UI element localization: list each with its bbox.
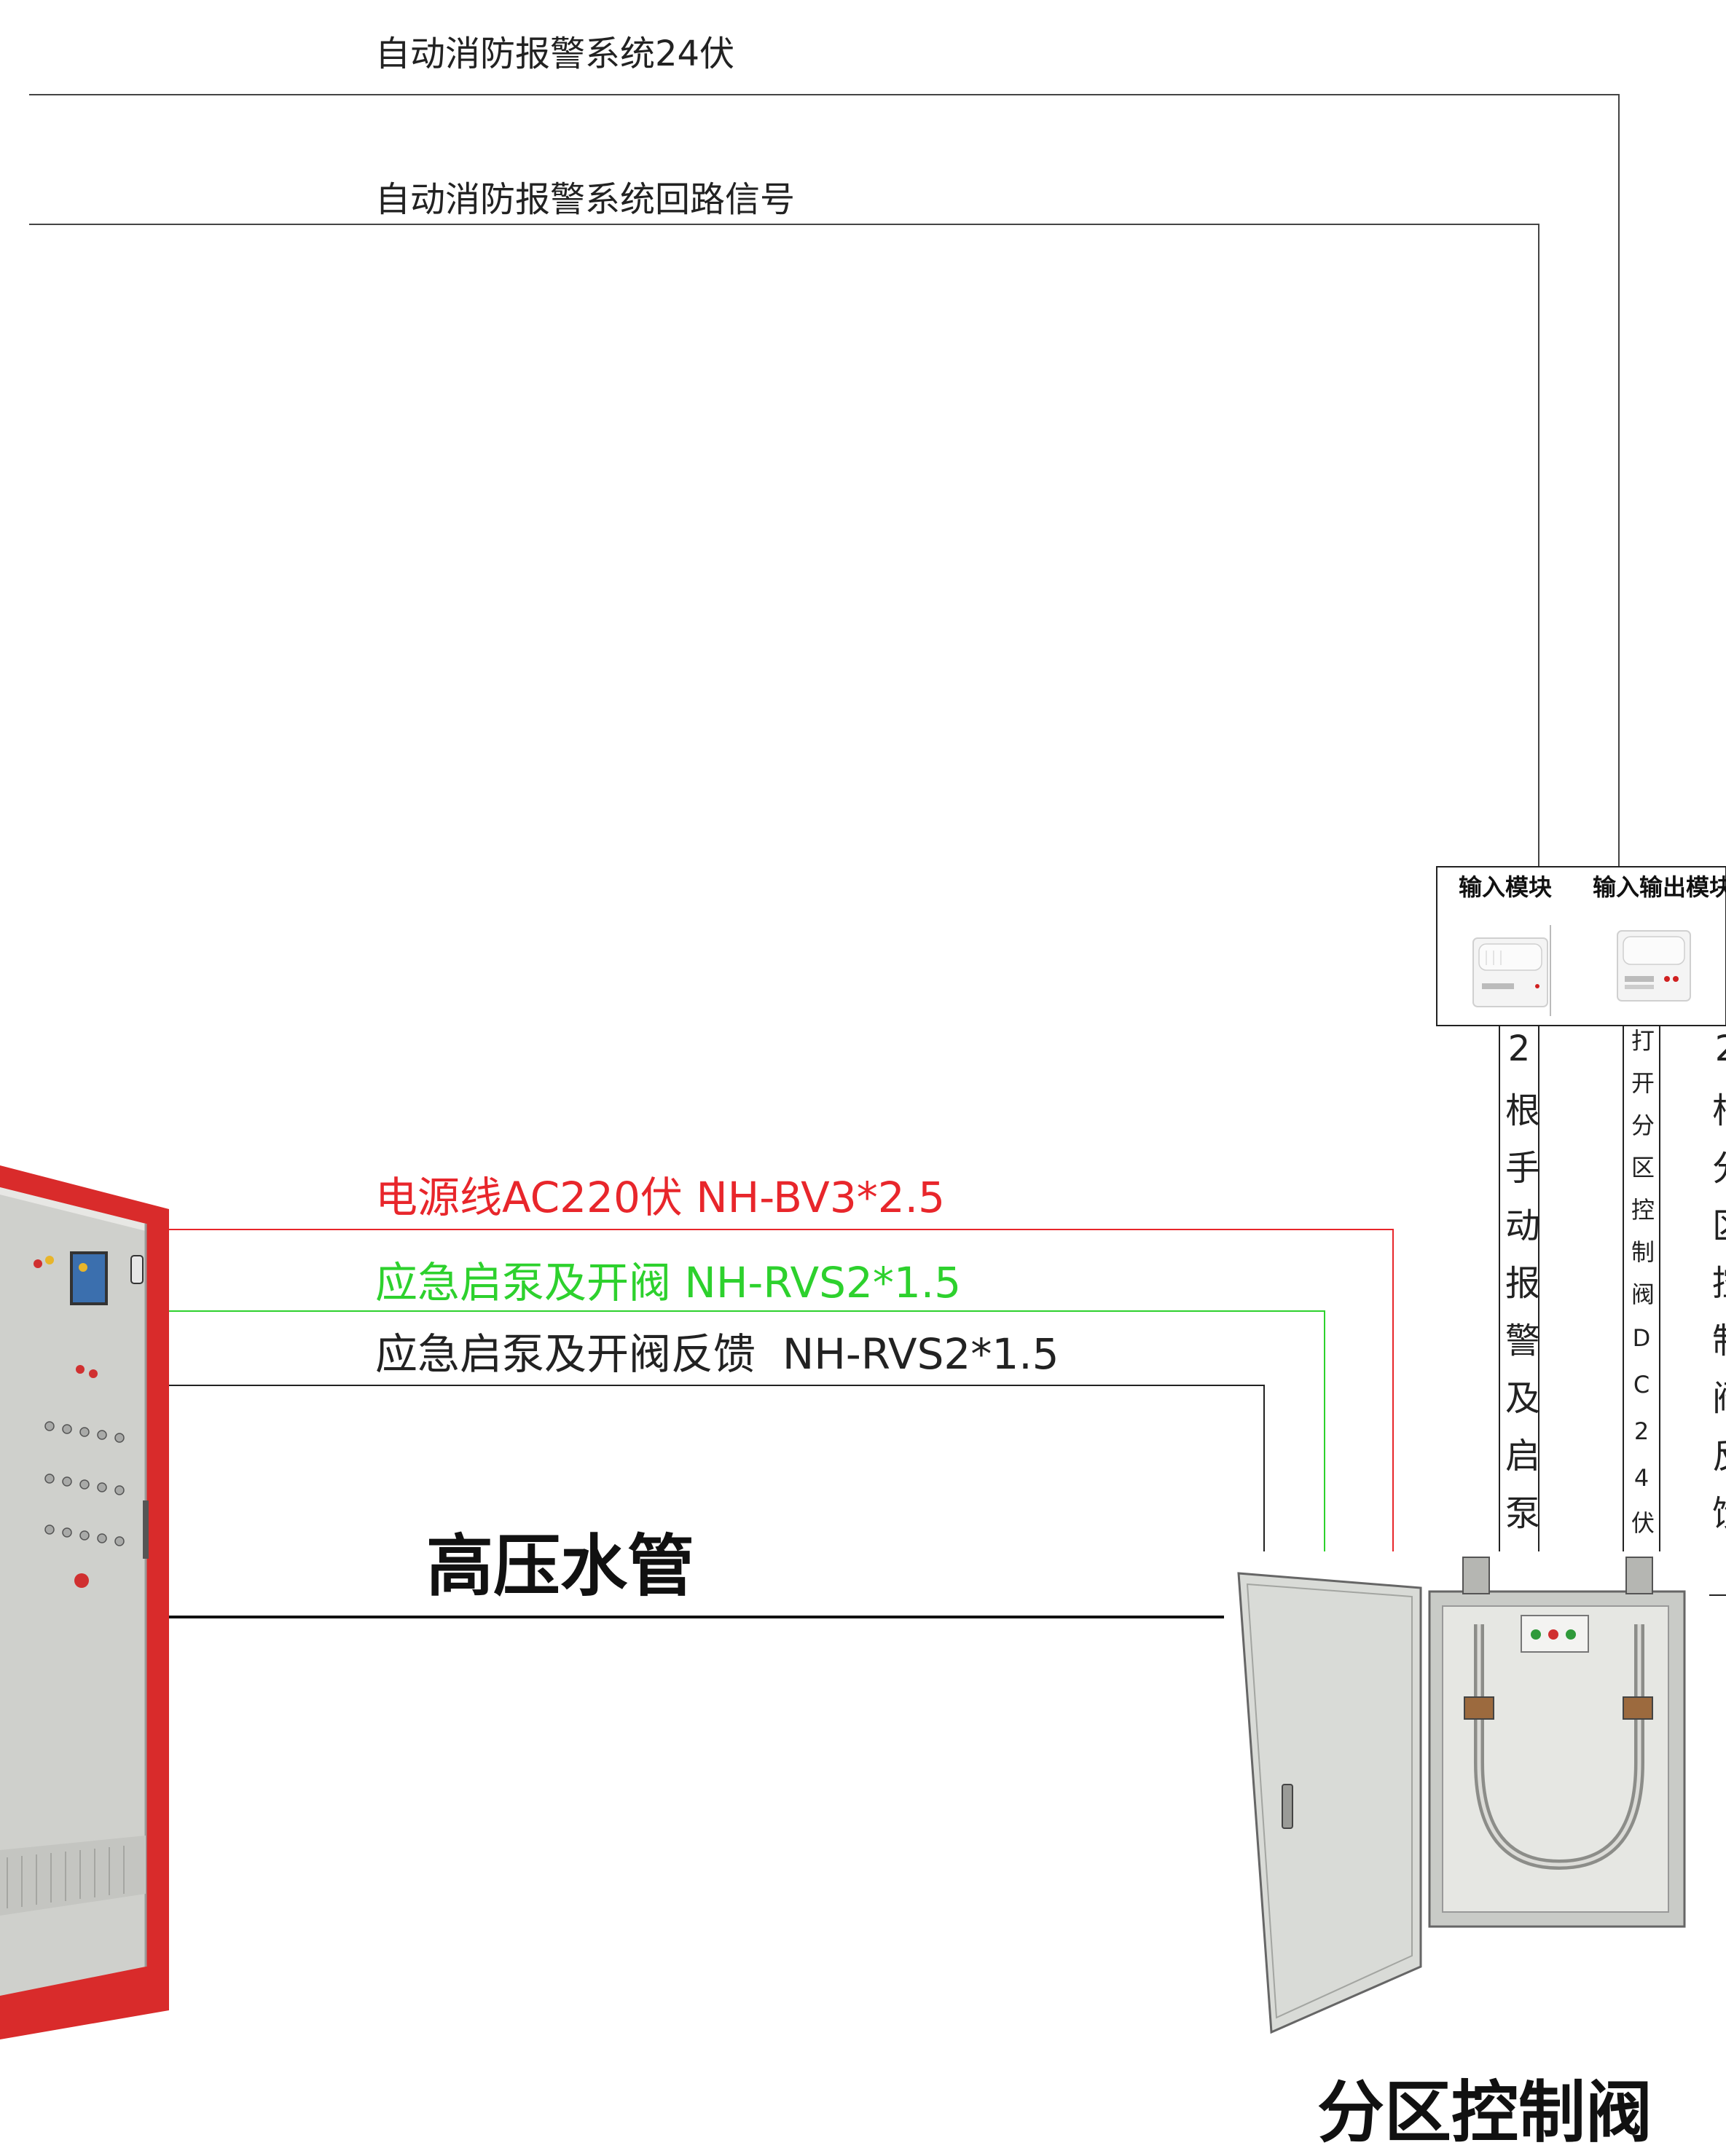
input-module-title: 输入模块 xyxy=(1459,873,1553,901)
zone-control-valve-label: 分区控制阀 xyxy=(1317,2074,1653,2152)
io-module-device xyxy=(1617,930,1691,1002)
power-wire xyxy=(169,1229,1394,1551)
emergency-wire-label: 应急启泵及开阀 NH-RVS2*1.5 xyxy=(375,1258,962,1307)
fire-alarm-24v-wire xyxy=(29,94,1620,867)
input-module-device xyxy=(1472,937,1548,1007)
power-wire-label: 电源线AC220伏 NH-BV3*2.5 xyxy=(375,1173,945,1222)
manual-alarm-text: 2根手动报警及启泵 xyxy=(1499,1028,1539,1552)
high-pressure-pipe-label: 高压水管 xyxy=(426,1527,695,1605)
fire-alarm-loop-wire xyxy=(29,224,1539,867)
valve-feedback-vertical-label: 2根分区控制阀反馈 xyxy=(1706,1028,1726,1552)
fire-alarm-24v-label: 自动消防报警系统24伏 xyxy=(375,34,735,74)
feedback-wire-label: 应急启泵及开阀反馈 NH-RVS2*1.5 xyxy=(375,1329,1059,1379)
valve-feedback-text: 2根分区控制阀反馈 xyxy=(1706,1028,1726,1552)
feedback-wire xyxy=(169,1385,1265,1551)
io-module-title: 输入输出模块 xyxy=(1593,873,1726,901)
emergency-wire xyxy=(169,1310,1325,1551)
zone-control-valve-box xyxy=(1237,1557,1686,2034)
open-valve-vertical-label: 打开分区控制阀DC24伏 xyxy=(1628,1028,1655,1553)
open-valve-text: 打开分区控制阀DC24伏 xyxy=(1628,1028,1655,1553)
fire-pump-control-cabinet xyxy=(0,1165,169,2039)
fire-alarm-loop-label: 自动消防报警系统回路信号 xyxy=(375,179,796,220)
manual-alarm-vertical-label: 2根手动报警及启泵 xyxy=(1499,1028,1539,1552)
